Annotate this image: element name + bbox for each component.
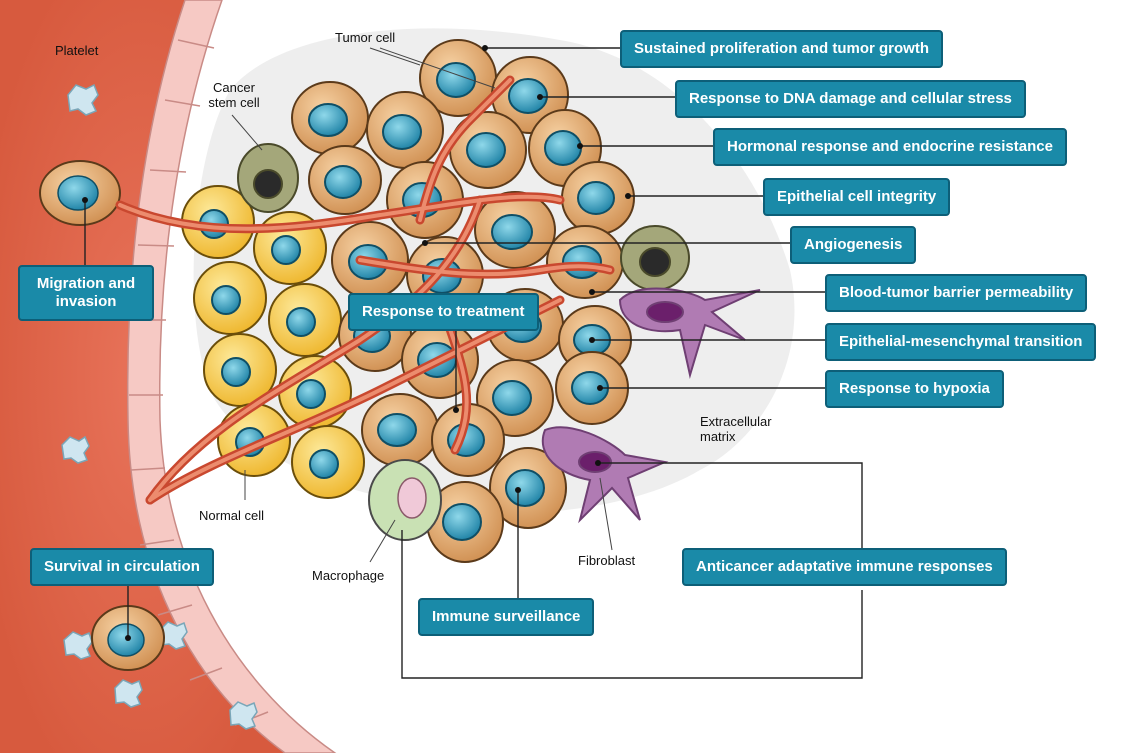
label-extracellular-matrix: Extracellular matrix: [700, 414, 795, 444]
label-response-to-treatment: Response to treatment: [348, 293, 539, 331]
label-migration-invasion: Migration and invasion: [18, 265, 154, 321]
label-fibroblast: Fibroblast: [578, 553, 635, 568]
label-btb-permeability: Blood-tumor barrier permeability: [825, 274, 1087, 312]
label-dna-damage: Response to DNA damage and cellular stre…: [675, 80, 1026, 118]
label-adaptive-immune: Anticancer adaptative immune responses: [682, 548, 1007, 586]
label-emt: Epithelial-mesenchymal transition: [825, 323, 1096, 361]
label-hormonal-response: Hormonal response and endocrine resistan…: [713, 128, 1067, 166]
migrating-tumor-cell: [40, 161, 120, 225]
label-normal-cell: Normal cell: [199, 508, 264, 523]
label-immune-surveillance: Immune surveillance: [418, 598, 594, 636]
label-macrophage: Macrophage: [312, 568, 384, 583]
label-epithelial-integrity: Epithelial cell integrity: [763, 178, 950, 216]
label-tumor-cell: Tumor cell: [335, 30, 395, 45]
label-platelet: Platelet: [55, 43, 98, 58]
label-cancer-stem-cell: Cancer stem cell: [203, 80, 265, 110]
label-angiogenesis: Angiogenesis: [790, 226, 916, 264]
label-survival-circulation: Survival in circulation: [30, 548, 214, 586]
label-hypoxia: Response to hypoxia: [825, 370, 1004, 408]
label-sustained-proliferation: Sustained proliferation and tumor growth: [620, 30, 943, 68]
macrophage-icon: [369, 460, 441, 540]
